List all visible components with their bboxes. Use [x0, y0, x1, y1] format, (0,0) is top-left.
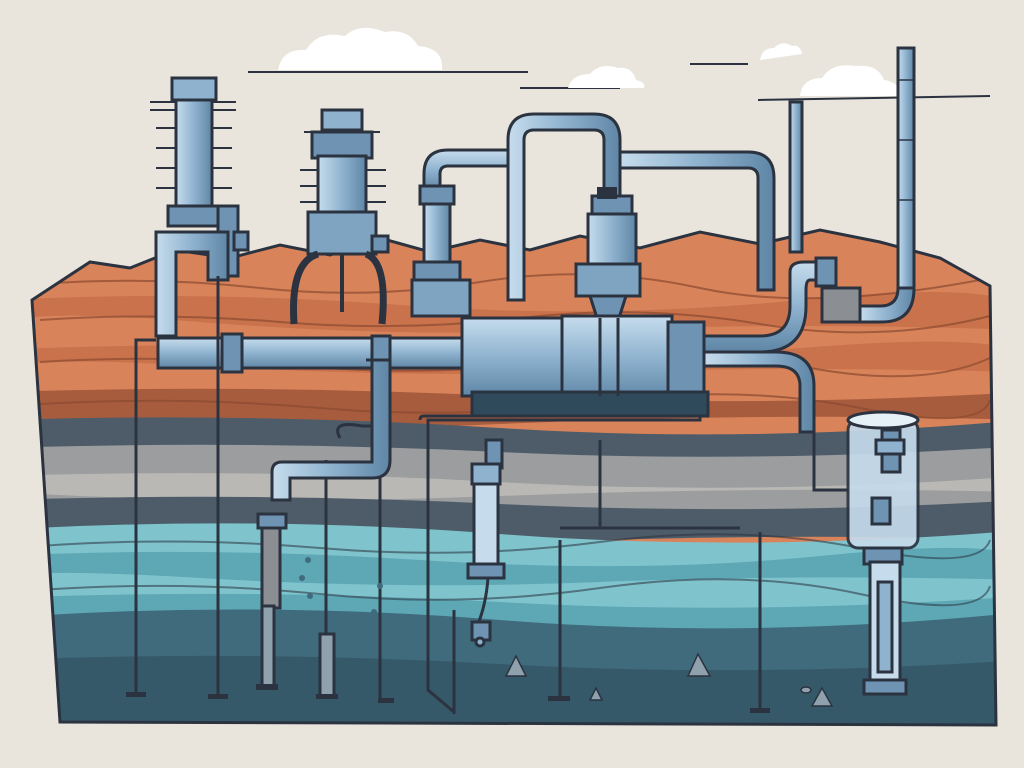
well-screen — [260, 526, 282, 610]
cloud — [800, 65, 900, 96]
well-casing-lower — [260, 604, 276, 688]
clouds — [278, 27, 900, 96]
well-pipe — [418, 414, 702, 714]
pipe-network-icon — [410, 112, 776, 342]
well-bases — [126, 684, 770, 713]
water-pump-tower-icon — [150, 76, 250, 338]
cloud — [568, 66, 645, 88]
pump-unit-icon — [290, 108, 390, 325]
vent-pipe — [788, 46, 916, 324]
well-pipe — [134, 338, 156, 694]
pebble — [686, 652, 712, 677]
ground-cross-section — [32, 230, 996, 725]
cloud — [278, 27, 443, 70]
pebble — [504, 654, 528, 677]
well-coupling — [256, 512, 288, 530]
well-elbow — [270, 358, 392, 502]
pressure-gauge-icon — [597, 187, 617, 199]
pebble — [810, 686, 834, 707]
water-drop-icon — [299, 557, 383, 615]
cloud — [760, 43, 802, 60]
ground-outline — [30, 228, 998, 727]
pebble — [800, 686, 812, 694]
sensor-probe-icon — [466, 438, 506, 648]
well-tip — [318, 632, 336, 698]
filter-tank-icon — [812, 410, 920, 696]
pebble — [588, 686, 604, 701]
well-pipe — [336, 423, 380, 439]
